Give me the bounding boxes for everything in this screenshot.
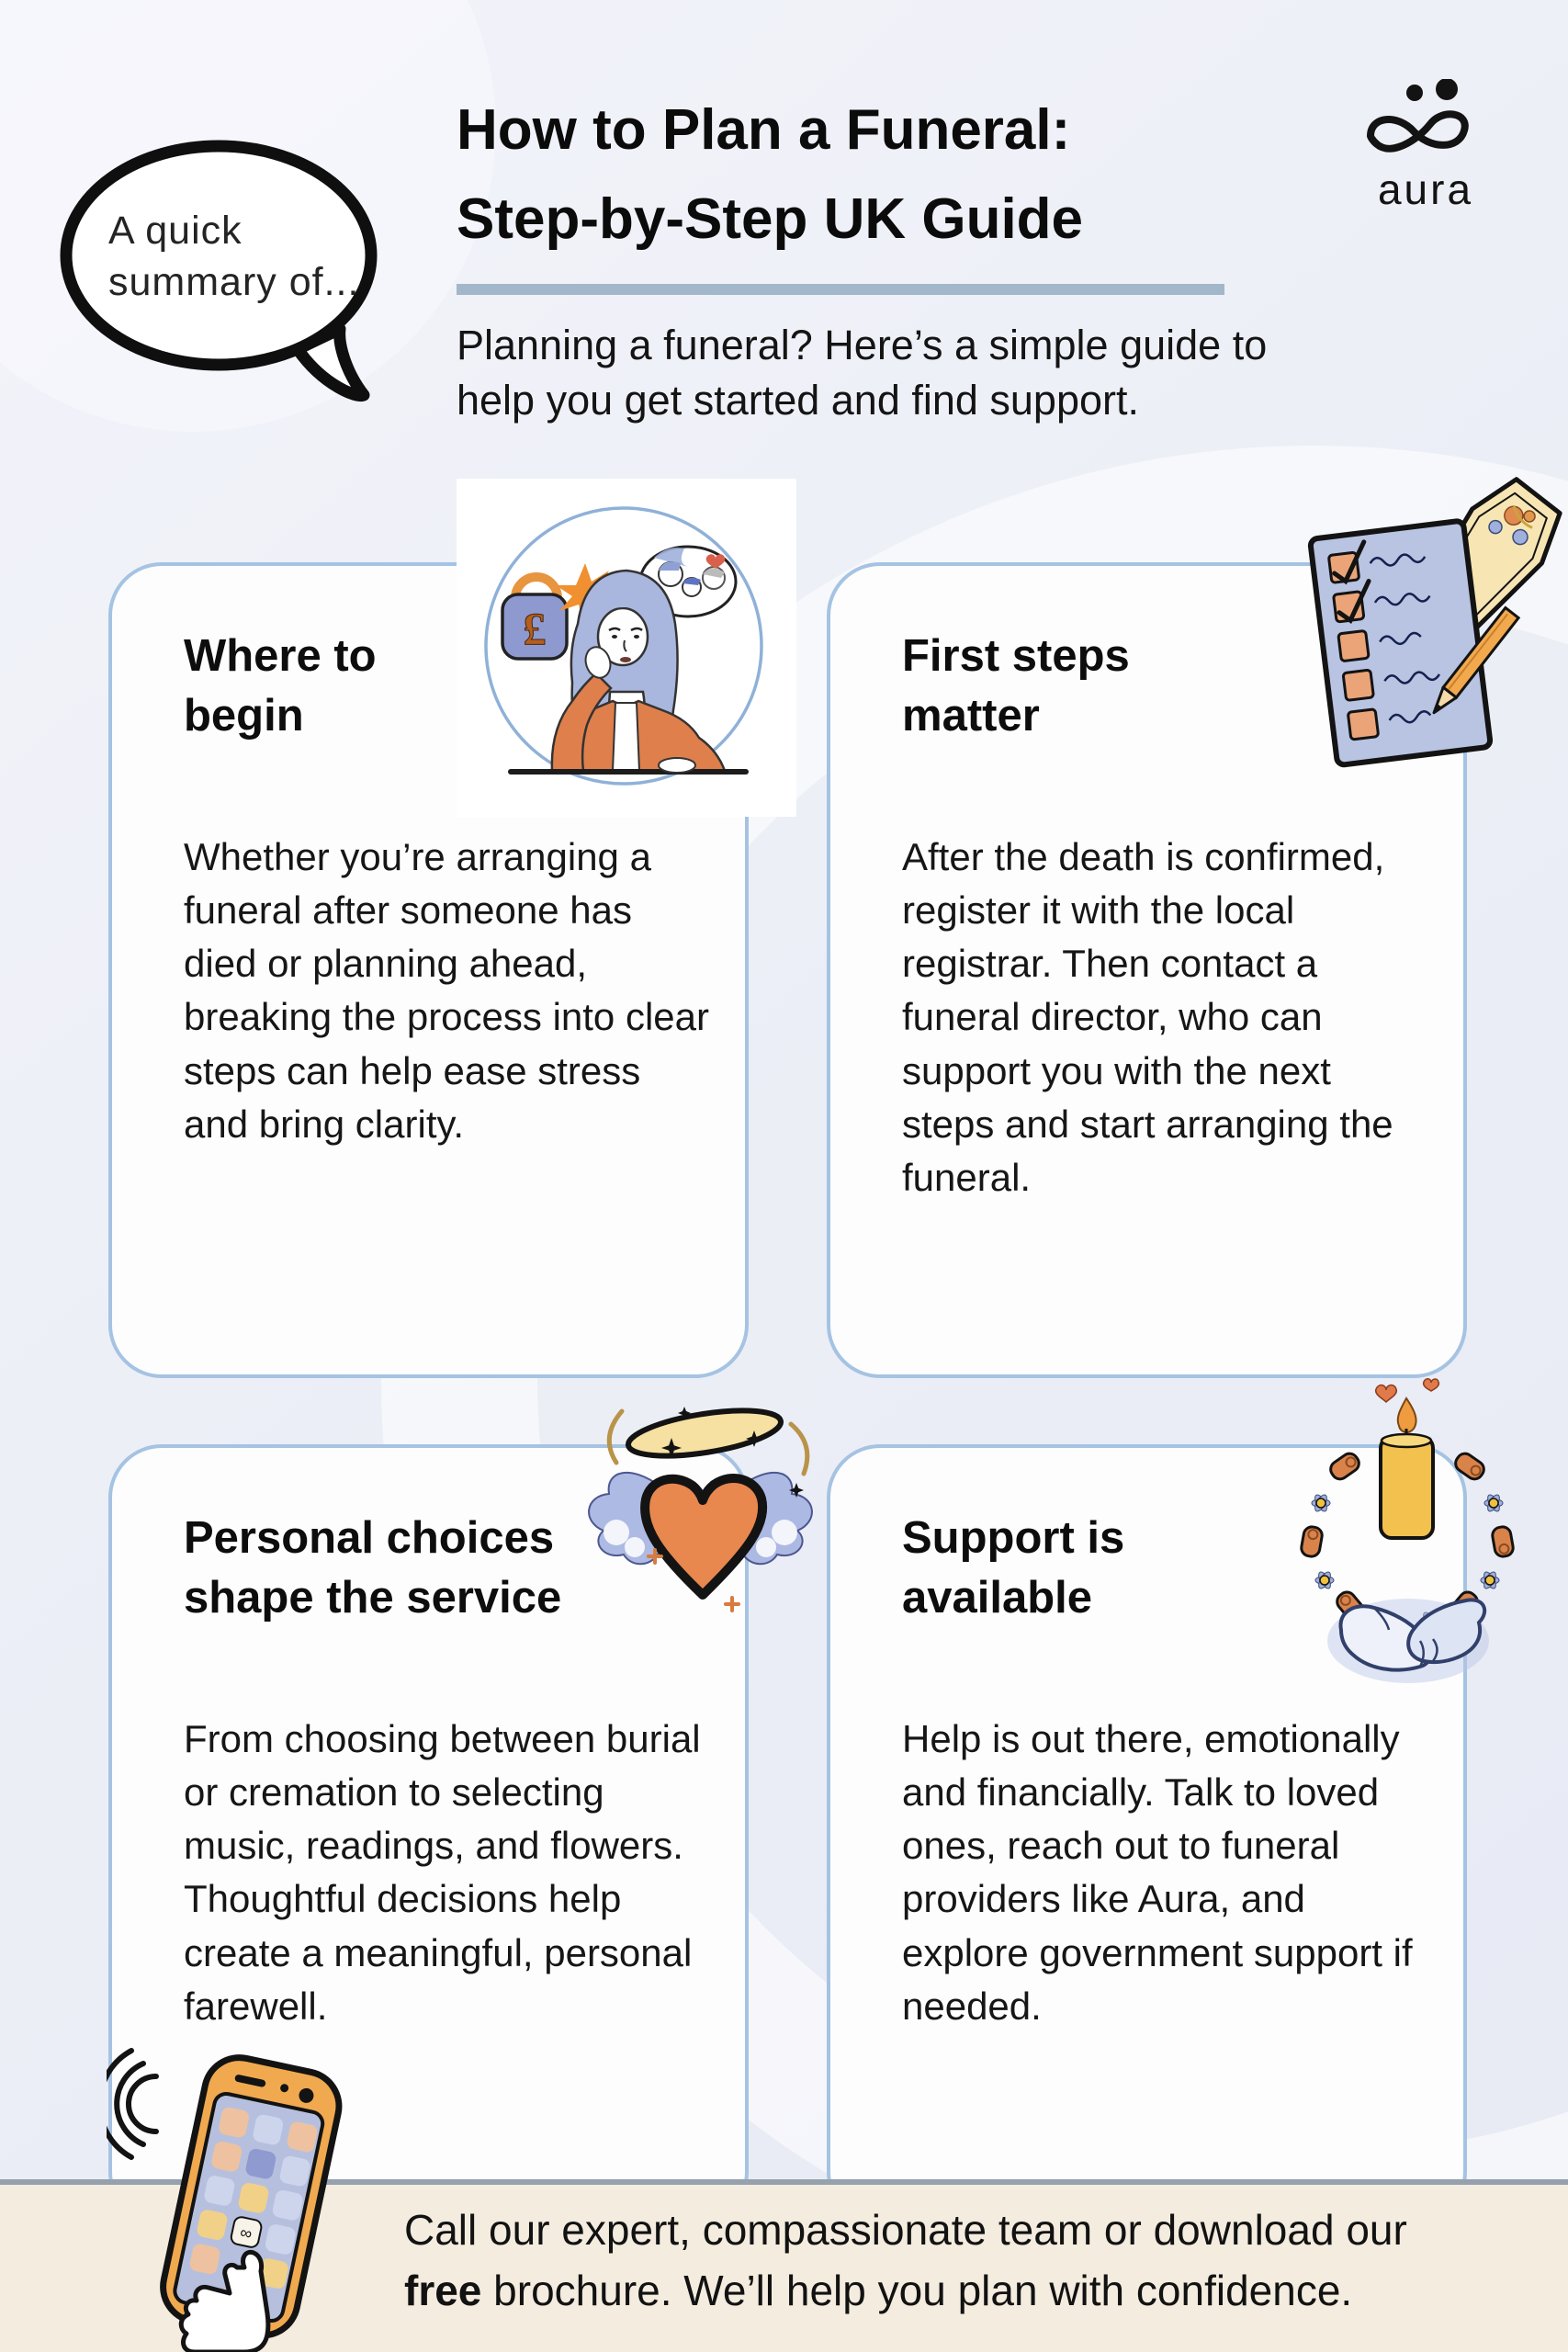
- card1-title: Where to begin: [184, 627, 377, 745]
- card4-body: Help is out there, emotionally and finan…: [902, 1717, 1413, 2028]
- card1-title-line2: begin: [184, 690, 304, 741]
- card4-title: Support is available: [902, 1509, 1124, 1627]
- aura-infinity-logo-icon: [1367, 78, 1469, 153]
- card2-title-line2: matter: [902, 690, 1040, 741]
- bubble-line2: summary of...: [108, 259, 360, 304]
- title-underline: [457, 284, 1224, 295]
- page-title: How to Plan a Funeral: Step-by-Step UK G…: [457, 86, 1083, 264]
- footer-line1: Call our expert, compassionate team or d…: [404, 2206, 1407, 2254]
- card3-title-line2: shape the service: [184, 1572, 562, 1623]
- bubble-text: A quick summary of...: [108, 206, 359, 309]
- card2-body: After the death is confirmed, register i…: [902, 835, 1393, 1199]
- hand-tapping-phone-illustration: ∞: [96, 2036, 349, 2352]
- speech-bubble-icon: [60, 140, 378, 402]
- card-support-available: Support is available Help is out there, …: [827, 1444, 1467, 2225]
- candle-wreath-holding-hands-illustration: [1284, 1374, 1532, 1694]
- card2-title: First steps matter: [902, 627, 1130, 745]
- woman-thinking-pound-lock-illustration: £: [457, 479, 796, 817]
- pound-icon: £: [524, 603, 547, 654]
- card3-body: From choosing between burial or crematio…: [184, 1717, 701, 2028]
- card1-body: Whether you’re arranging a funeral after…: [184, 835, 709, 1146]
- subtitle-line2: help you get started and find support.: [457, 377, 1140, 424]
- subtitle-line1: Planning a funeral? Here’s a simple guid…: [457, 322, 1268, 368]
- checklist-coffin-pencil-illustration: [1293, 473, 1568, 781]
- page-subtitle: Planning a funeral? Here’s a simple guid…: [457, 318, 1267, 429]
- bubble-line1: A quick: [108, 209, 243, 253]
- title-line1: How to Plan a Funeral:: [457, 98, 1071, 162]
- card3-title: Personal choices shape the service: [184, 1509, 561, 1627]
- quick-summary-bubble: A quick summary of...: [57, 136, 388, 423]
- title-line2: Step-by-Step UK Guide: [457, 187, 1084, 251]
- card4-title-line2: available: [902, 1572, 1093, 1623]
- card2-title-line1: First steps: [902, 631, 1130, 681]
- footer-line2: brochure. We’ll help you plan with confi…: [481, 2267, 1353, 2315]
- aura-wordmark: aura: [1377, 165, 1474, 213]
- aura-logo: aura: [1343, 78, 1508, 214]
- footer-message: Call our expert, compassionate team or d…: [404, 2199, 1407, 2321]
- winged-heart-halo-illustration: [565, 1395, 836, 1617]
- svg-text:∞: ∞: [239, 2222, 254, 2243]
- card3-title-line1: Personal choices: [184, 1513, 555, 1563]
- card4-title-line1: Support is: [902, 1513, 1125, 1563]
- card1-title-line1: Where to: [184, 631, 377, 681]
- footer-bold-word: free: [404, 2267, 482, 2315]
